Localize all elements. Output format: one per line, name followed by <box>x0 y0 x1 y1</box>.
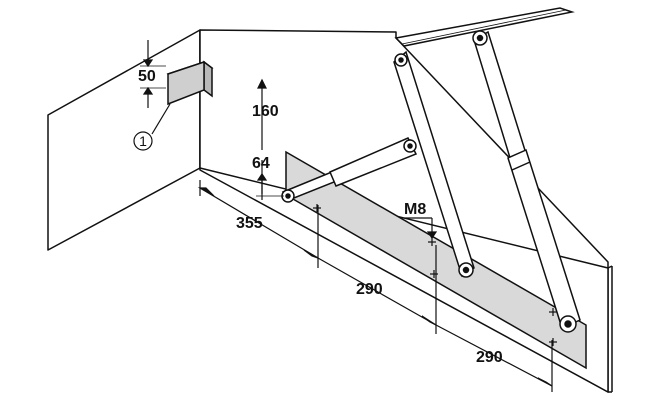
dim-label-290-second: 290 <box>476 349 503 366</box>
damper-block <box>166 60 214 106</box>
back-panel <box>47 29 201 251</box>
dim-baseline-lines <box>197 180 553 392</box>
dim-label-160: 160 <box>252 103 279 120</box>
dim-label-50: 50 <box>138 68 156 85</box>
m8-leader <box>404 217 438 240</box>
lid-edge <box>394 7 575 47</box>
dim-50-lines <box>140 40 166 108</box>
callout-1 <box>133 103 171 151</box>
callout-number: 1 <box>139 133 147 149</box>
screw-size-label: M8 <box>404 201 426 218</box>
dim-label-64: 64 <box>252 155 270 172</box>
screw-hole <box>549 338 557 346</box>
gas-strut <box>281 137 418 203</box>
screw-holes <box>313 204 557 346</box>
screw-hole <box>313 204 321 212</box>
hinge-arm-front <box>393 50 475 278</box>
screw-hole <box>430 270 438 278</box>
dim-label-355: 355 <box>236 215 263 232</box>
screw-hole <box>428 238 436 246</box>
hinge-arm-rear <box>472 30 581 333</box>
dim-64-lines <box>256 172 284 197</box>
screw-hole <box>549 308 557 316</box>
dim-label-290-first: 290 <box>356 281 383 298</box>
